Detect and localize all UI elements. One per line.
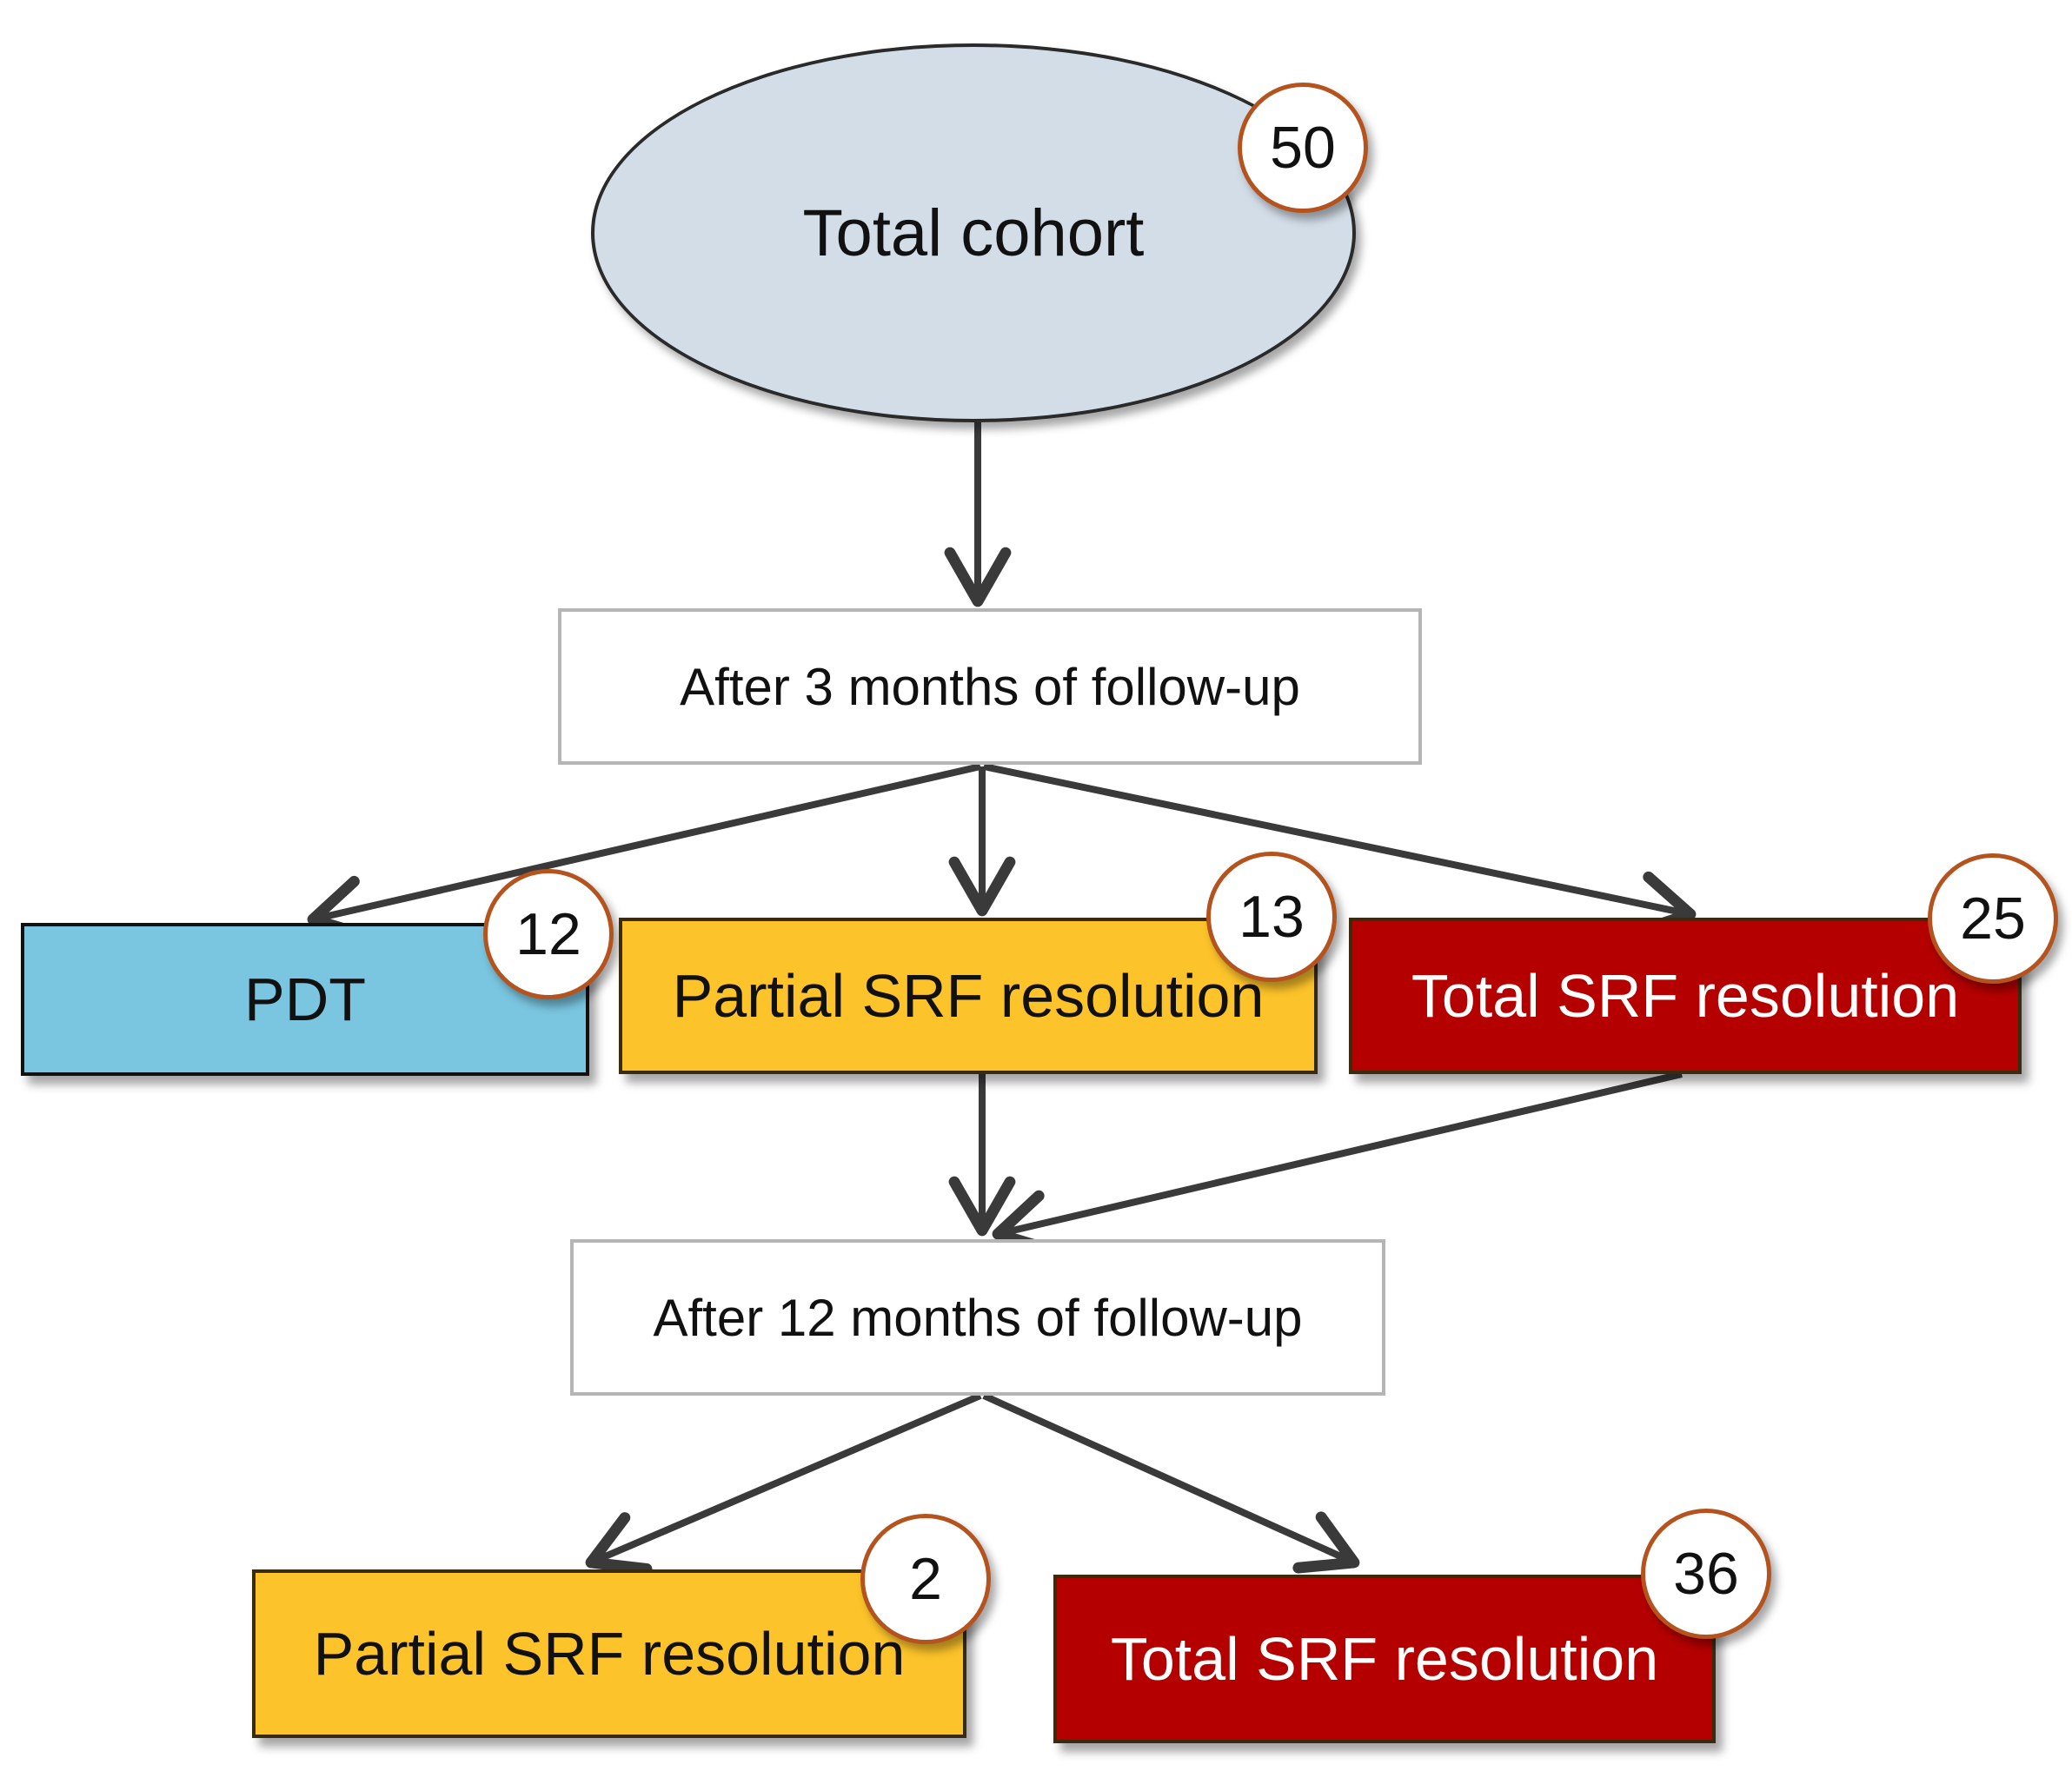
total-cohort-node: Total cohort [591, 43, 1356, 422]
total-srf-3-months-count-badge: 25 [1928, 853, 2058, 984]
pdt-count: 12 [515, 901, 581, 967]
partial-srf-12-months-count-badge: 2 [860, 1514, 991, 1644]
followup-3-months-box: After 3 months of follow-up [558, 608, 1422, 765]
partial-srf-3-months-label: Partial SRF resolution [672, 962, 1265, 1030]
total-srf-12-months-count-badge: 36 [1641, 1509, 1771, 1639]
total-srf-3-months-box: Total SRF resolution [1349, 918, 2022, 1074]
total-cohort-count-badge: 50 [1238, 83, 1368, 213]
partial-srf-12-months-count: 2 [909, 1546, 942, 1612]
total-cohort-label: Total cohort [802, 196, 1145, 270]
edge-followup-3-to-total-3 [983, 763, 1697, 938]
total-cohort-count: 50 [1270, 115, 1336, 181]
total-srf-3-months-count: 25 [1960, 886, 2026, 952]
edge-followup-12-to-total-12 [982, 1392, 1360, 1574]
partial-srf-12-months-label: Partial SRF resolution [313, 1620, 906, 1688]
followup-12-months-box: After 12 months of follow-up [570, 1239, 1385, 1396]
edge-total-3-to-followup-12 [992, 1071, 1683, 1256]
partial-srf-3-months-box: Partial SRF resolution [619, 918, 1318, 1074]
edge-followup-12-to-partial-12 [585, 1392, 982, 1575]
total-srf-12-months-label: Total SRF resolution [1110, 1625, 1659, 1693]
followup-3-months-label: After 3 months of follow-up [680, 657, 1300, 716]
pdt-label: PDT [244, 965, 366, 1033]
total-srf-12-months-count: 36 [1673, 1541, 1739, 1607]
total-srf-3-months-label: Total SRF resolution [1411, 962, 1960, 1030]
pdt-count-badge: 12 [483, 869, 614, 999]
total-srf-12-months-box: Total SRF resolution [1053, 1575, 1716, 1743]
followup-12-months-label: After 12 months of follow-up [653, 1288, 1303, 1347]
partial-srf-12-months-box: Partial SRF resolution [252, 1569, 966, 1738]
partial-srf-3-months-count: 13 [1239, 884, 1305, 950]
edge-followup-3-to-pdt [307, 763, 981, 942]
partial-srf-3-months-count-badge: 13 [1206, 852, 1337, 982]
